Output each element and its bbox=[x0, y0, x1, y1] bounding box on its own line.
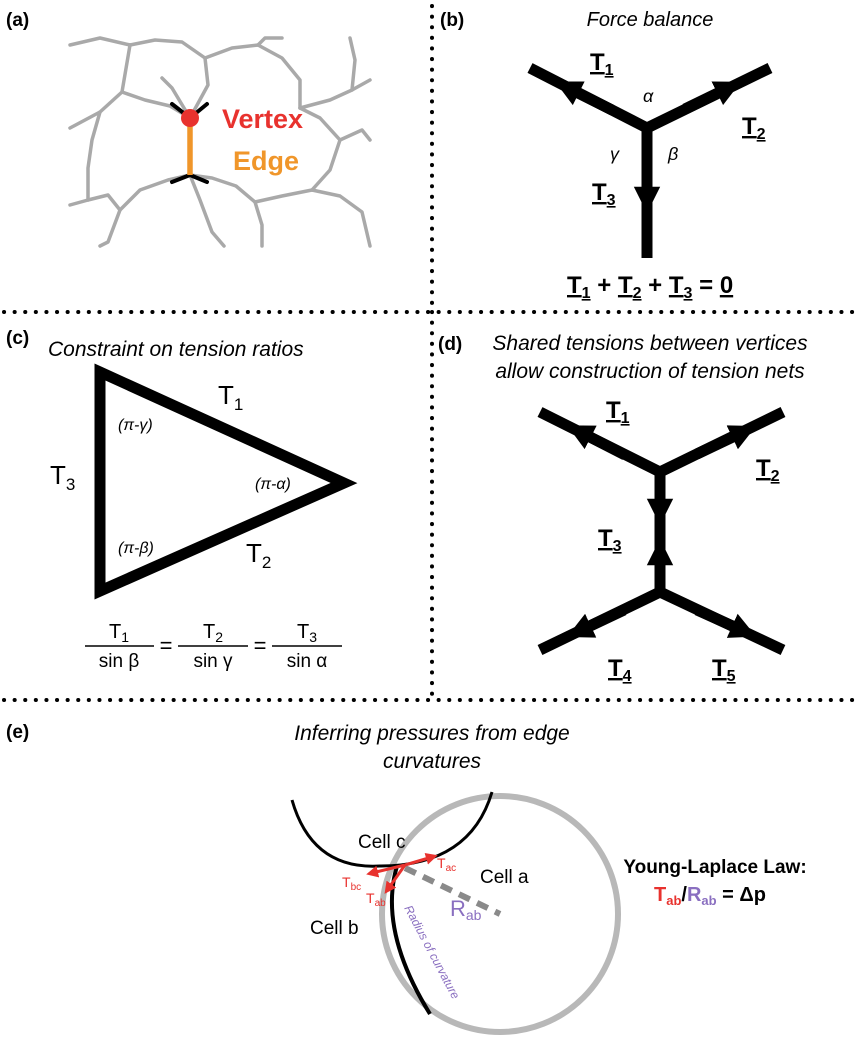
d-t2-label: T2 bbox=[756, 455, 780, 485]
tension-triangle bbox=[94, 363, 358, 600]
tension-net-arrows bbox=[566, 425, 757, 638]
d-t1-label: T1 bbox=[606, 397, 630, 427]
force-arrows bbox=[555, 81, 741, 214]
dividers bbox=[2, 4, 864, 702]
c-t3-label: T3 bbox=[50, 460, 75, 494]
edge-label: Edge bbox=[233, 146, 299, 176]
cell-network bbox=[68, 36, 372, 248]
equals-1: = bbox=[160, 633, 173, 658]
frac3-den: sin α bbox=[287, 651, 328, 672]
panel-d-title-2: allow construction of tension nets bbox=[495, 360, 805, 383]
frac1-num: T1 bbox=[109, 621, 129, 645]
frac2-num: T2 bbox=[203, 621, 223, 645]
force-balance-equation: T1 + T2 + T3 = 0 bbox=[567, 272, 733, 302]
panel-a-tag: (a) bbox=[6, 10, 29, 31]
young-laplace-equation: Tab/Rab = Δp bbox=[654, 884, 766, 908]
panel-b: (b) Force balance T1 T2 T3 α β γ T1 + T2… bbox=[440, 9, 773, 302]
vertex-dot bbox=[181, 109, 199, 127]
panel-c-title: Constraint on tension ratios bbox=[48, 338, 304, 361]
c-t2-label: T2 bbox=[246, 538, 271, 572]
panel-c: (c) Constraint on tension ratios T1 T3 T… bbox=[6, 328, 358, 672]
frac3-num: T3 bbox=[297, 621, 317, 645]
b-t3-label: T3 bbox=[592, 179, 616, 209]
young-laplace-title: Young-Laplace Law: bbox=[623, 857, 806, 878]
panel-b-title: Force balance bbox=[587, 9, 714, 31]
cell-c-label: Cell c bbox=[358, 832, 406, 853]
cell-c-boundary bbox=[290, 791, 494, 868]
panel-e: (e) Inferring pressures from edge curvat… bbox=[6, 722, 807, 1035]
cell-a-label: Cell a bbox=[480, 867, 529, 888]
angle-gamma: γ bbox=[610, 144, 620, 164]
tension-net-arms bbox=[537, 407, 786, 655]
b-t1-label: T1 bbox=[590, 49, 614, 79]
angle-pi-alpha: (π-α) bbox=[255, 476, 291, 493]
panel-c-tag: (c) bbox=[6, 328, 29, 349]
r-ab-label: Rab bbox=[450, 896, 482, 923]
panel-a: (a) Vertex bbox=[6, 10, 372, 248]
panel-e-title-1: Inferring pressures from edge bbox=[294, 722, 569, 745]
c-t1-label: T1 bbox=[218, 380, 243, 414]
frac1-den: sin β bbox=[99, 651, 140, 672]
tension-vectors bbox=[366, 852, 438, 894]
angle-pi-beta: (π-β) bbox=[118, 540, 154, 557]
cell-b-label: Cell b bbox=[310, 918, 359, 939]
panel-d: (d) Shared tensions between vertices all… bbox=[438, 332, 808, 685]
t-bc-label: Tbc bbox=[342, 874, 361, 893]
panel-d-tag: (d) bbox=[438, 334, 462, 355]
d-t3-label: T3 bbox=[598, 525, 622, 555]
radius-dashed-line bbox=[403, 865, 502, 917]
t-ab-label: Tab bbox=[366, 890, 386, 909]
panel-b-tag: (b) bbox=[440, 10, 464, 31]
frac2-den: sin γ bbox=[193, 651, 233, 672]
equals-2: = bbox=[254, 633, 267, 658]
t-ac-label: Tac bbox=[437, 855, 456, 874]
panel-e-tag: (e) bbox=[6, 722, 29, 743]
cell-a-circle bbox=[379, 793, 621, 1035]
d-t5-label: T5 bbox=[712, 655, 736, 685]
angle-pi-gamma: (π-γ) bbox=[118, 417, 153, 434]
d-t4-label: T4 bbox=[608, 655, 632, 685]
panel-e-title-2: curvatures bbox=[383, 750, 482, 773]
angle-alpha: α bbox=[643, 86, 654, 106]
vertex-label: Vertex bbox=[222, 104, 303, 134]
panel-d-title-1: Shared tensions between vertices bbox=[492, 332, 808, 355]
sine-law-formula: T1 sin β = T2 sin γ = T3 sin α bbox=[85, 621, 342, 672]
b-t2-label: T2 bbox=[742, 113, 766, 143]
angle-beta: β bbox=[667, 144, 678, 164]
